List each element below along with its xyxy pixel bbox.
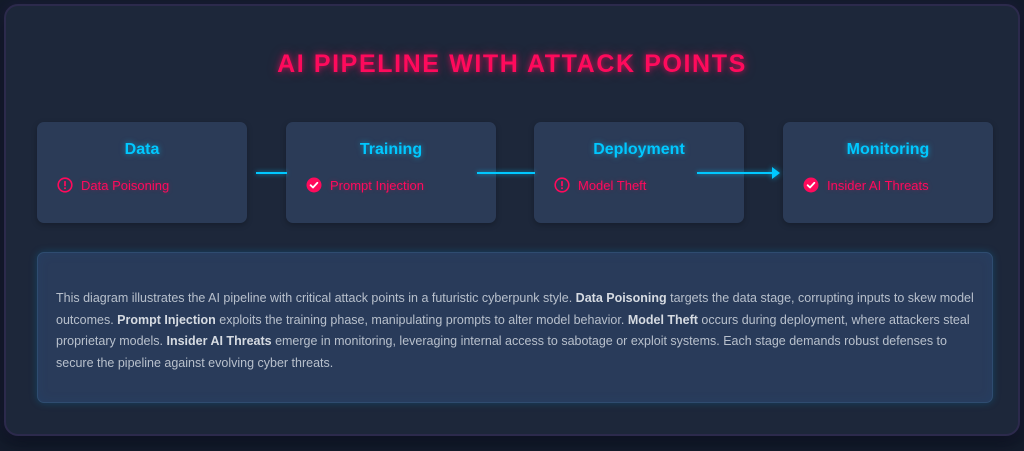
threat-label: Insider AI Threats <box>827 177 929 193</box>
threat-label: Model Theft <box>578 177 647 193</box>
stage-card-data: Data Data Poisoning <box>37 122 247 223</box>
threat-item: Data Poisoning <box>57 177 169 193</box>
check-circle-icon <box>306 177 322 193</box>
connector-deployment-monitoring <box>697 172 773 174</box>
diagram-title: AI PIPELINE WITH ATTACK POINTS <box>277 50 747 78</box>
highlight-data-poisoning: Data Poisoning <box>575 291 667 305</box>
stage-title: Training <box>359 141 423 158</box>
alert-circle-icon <box>554 177 570 193</box>
connector-data-training <box>256 172 287 174</box>
highlight-insider-ai-threats: Insider AI Threats <box>166 334 272 348</box>
stage-title: Deployment <box>593 141 685 158</box>
stage-title: Data <box>124 141 160 158</box>
threat-item: Insider AI Threats <box>803 177 929 193</box>
stage-card-training: Training Prompt Injection <box>286 122 496 223</box>
stage-title: Monitoring <box>846 141 930 158</box>
arrowhead-icon <box>772 167 780 179</box>
check-circle-icon <box>803 177 819 193</box>
stage-card-monitoring: Monitoring Insider AI Threats <box>783 122 993 223</box>
threat-label: Data Poisoning <box>81 177 170 193</box>
threat-label: Prompt Injection <box>330 177 424 193</box>
highlight-prompt-injection: Prompt Injection <box>117 312 216 327</box>
description-box: This diagram illustrates the AI pipeline… <box>37 252 993 403</box>
highlight-model-theft: Model Theft <box>627 312 698 327</box>
connector-training-deployment <box>477 172 535 174</box>
threat-item: Prompt Injection <box>306 177 424 193</box>
threat-item: Model Theft <box>554 177 646 193</box>
alert-circle-icon <box>57 177 73 193</box>
description-text: This diagram illustrates the AI pipeline… <box>56 291 974 370</box>
